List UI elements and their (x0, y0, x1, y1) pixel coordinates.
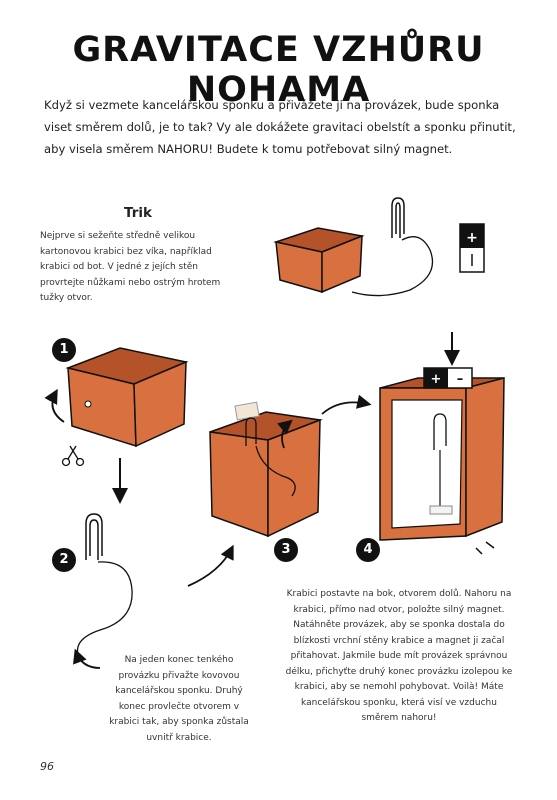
step4-paragraph: Krabici postavte na bok, otvorem dolů. N… (285, 589, 513, 723)
magnet-icon: + – (423, 367, 473, 389)
magnet-icon: + (459, 223, 485, 273)
paperclip-icon (85, 513, 103, 560)
page-number: 96 (40, 760, 54, 773)
tape-icon (429, 505, 453, 515)
trik-text: Nejprve si sežeňte středně velikou karto… (40, 231, 221, 303)
step-badge-1: 1 (52, 338, 76, 362)
string (255, 445, 296, 497)
tape-icon (234, 401, 260, 421)
step-badge-2: 2 (52, 548, 76, 572)
step4-box (379, 377, 505, 541)
trik-heading: Trik (124, 205, 152, 221)
step3-box (209, 401, 323, 538)
step1-box (65, 347, 189, 448)
arrow-icon (73, 648, 101, 669)
paperclip-icon (433, 413, 447, 450)
svg-text:+: + (431, 372, 442, 387)
svg-text:–: – (457, 372, 464, 387)
motion-lines (475, 541, 495, 555)
svg-text:+: + (466, 230, 478, 246)
page-title: GRAVITACE VZHŮRU NOHAMA (72, 30, 485, 110)
scissors-icon (61, 445, 85, 467)
step-badge-4: 4 (356, 538, 380, 562)
string (351, 236, 434, 297)
materials-box (273, 227, 365, 294)
paperclip-icon (391, 197, 405, 238)
step-badge-3: 3 (274, 538, 298, 562)
paperclip-icon (245, 417, 257, 446)
string (76, 561, 133, 661)
arrow-icon (277, 419, 293, 449)
intro-paragraph: Když si vezmete kancelářskou sponku a př… (44, 98, 516, 156)
arrow-icon (187, 544, 234, 587)
arrow-icon (44, 388, 65, 423)
step2-paragraph: Na jeden konec tenkého provázku přivažte… (109, 655, 249, 743)
arrow-icon (321, 394, 372, 415)
